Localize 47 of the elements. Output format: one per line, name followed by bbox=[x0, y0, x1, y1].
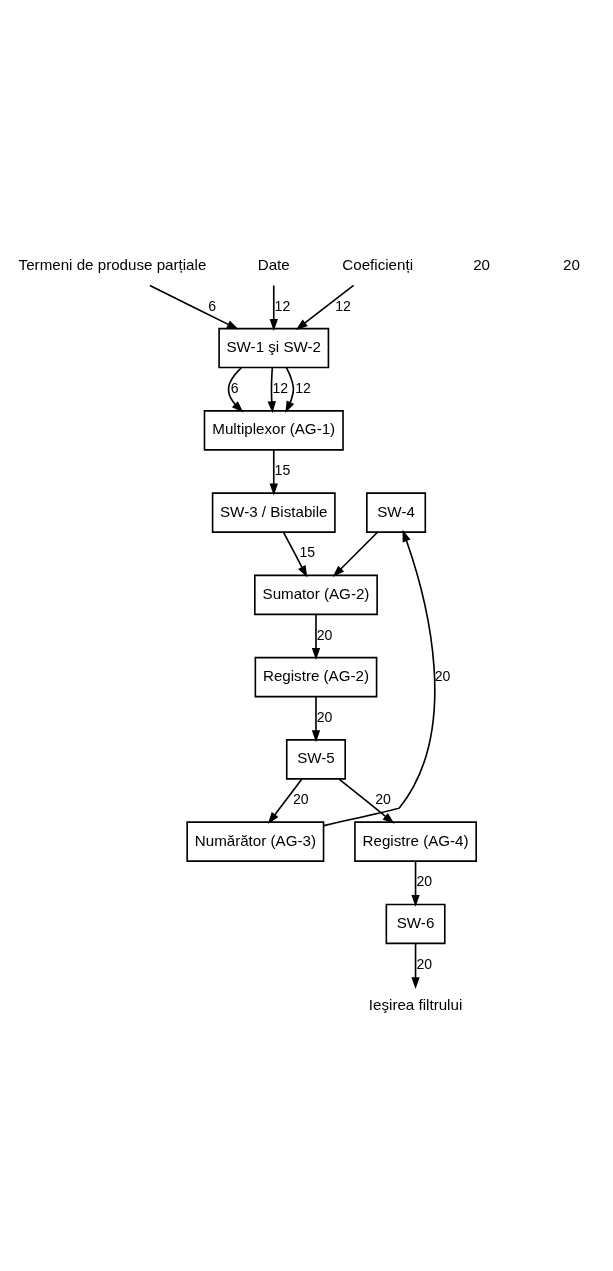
edge-label: 12 bbox=[295, 379, 311, 396]
node-box: SW-3 / Bistabile bbox=[211, 491, 336, 533]
node-box: SW-6 bbox=[385, 903, 446, 944]
node-text: Date bbox=[257, 255, 290, 273]
edge-label: 20 bbox=[316, 626, 333, 643]
arrow bbox=[411, 942, 420, 989]
node-box: Registre (AG-4) bbox=[354, 820, 477, 862]
arrow bbox=[311, 613, 321, 660]
node-text: Termeni de produse parțiale bbox=[18, 255, 207, 273]
arrow bbox=[282, 530, 308, 577]
arrow bbox=[267, 366, 276, 413]
edge-label: 12 bbox=[274, 297, 291, 314]
arrow bbox=[311, 695, 321, 742]
node-box: SW-1 şi SW-2 bbox=[218, 327, 330, 368]
arrow bbox=[227, 366, 244, 412]
edge-label: 6 bbox=[208, 297, 216, 314]
edge-label: 12 bbox=[272, 379, 289, 396]
edge-label: 15 bbox=[274, 461, 291, 478]
label: 20 bbox=[473, 255, 490, 273]
edge-label: 20 bbox=[416, 955, 433, 972]
arrow bbox=[338, 777, 395, 824]
node-text: Coeficienți bbox=[342, 255, 414, 273]
arrow bbox=[285, 366, 295, 413]
edge-label: 20 bbox=[292, 790, 309, 807]
edge-label: 20 bbox=[375, 790, 391, 807]
node-text: Ieşirea filtrului bbox=[368, 995, 463, 1013]
edge-label: 20 bbox=[434, 667, 451, 684]
arrow bbox=[269, 284, 278, 331]
edge-label: 20 bbox=[416, 872, 433, 889]
node-box: Sumator (AG-2) bbox=[254, 574, 378, 615]
arrow bbox=[149, 284, 239, 330]
arrow bbox=[269, 448, 278, 495]
node-box: SW-5 bbox=[285, 738, 346, 780]
node-box: Registre (AG-2) bbox=[254, 656, 378, 697]
edge-label: 20 bbox=[316, 708, 333, 725]
edge-label: 12 bbox=[335, 297, 351, 314]
arrow bbox=[332, 530, 379, 577]
arrow bbox=[411, 860, 420, 907]
node-box: Numărător (AG-3) bbox=[186, 820, 325, 862]
node-box: Multiplexor (AG-1) bbox=[203, 409, 344, 451]
edge-label: 15 bbox=[299, 543, 316, 560]
label: 20 bbox=[563, 255, 580, 273]
arrow bbox=[267, 777, 303, 824]
arrow bbox=[323, 529, 436, 826]
edge-label: 6 bbox=[230, 379, 239, 396]
arrow bbox=[295, 284, 355, 330]
node-box: SW-4 bbox=[366, 491, 427, 533]
